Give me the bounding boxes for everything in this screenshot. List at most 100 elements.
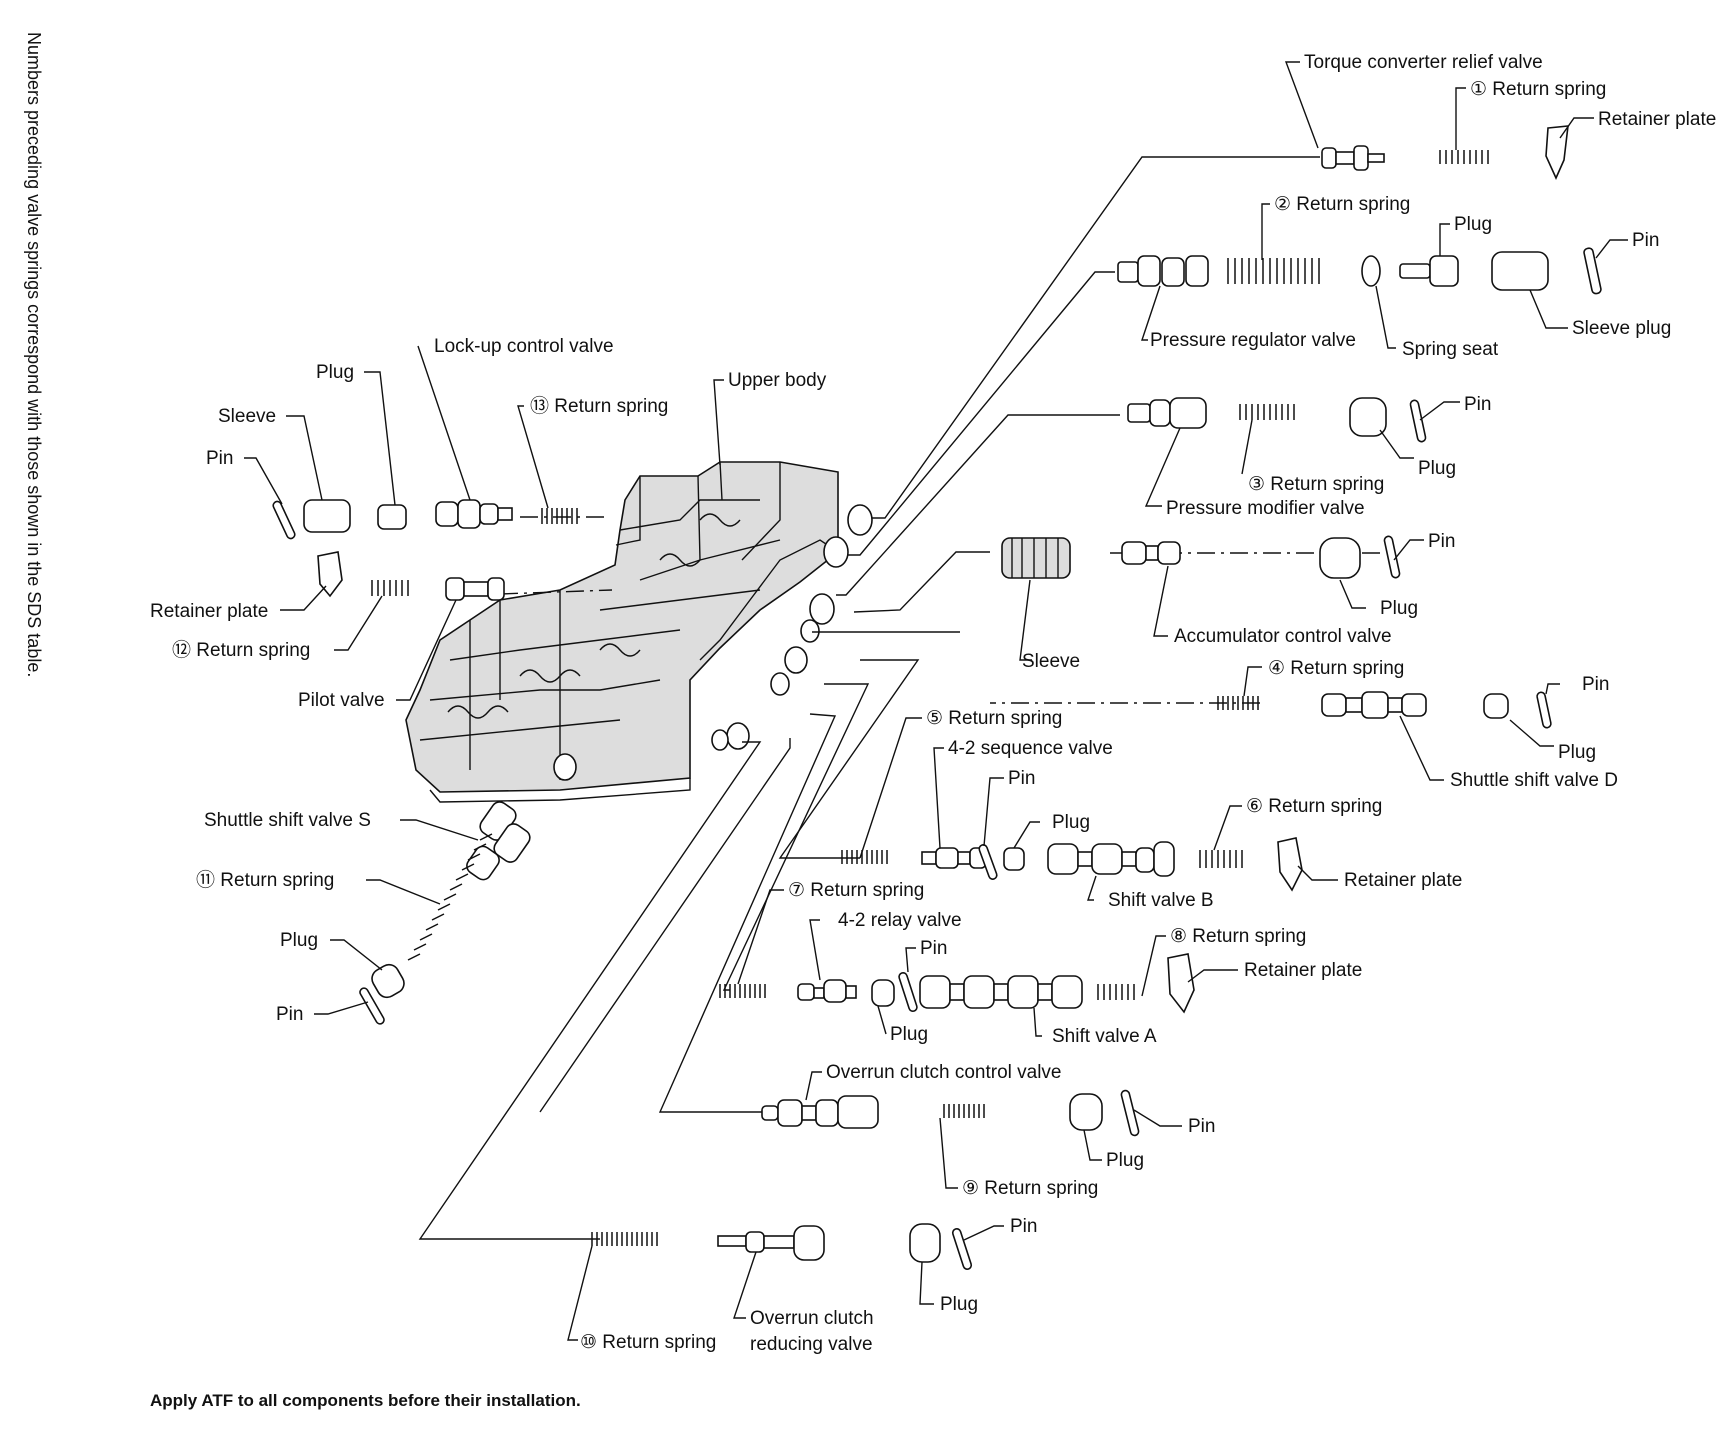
shuttle-shift-valve-s-part <box>466 801 531 881</box>
pin-3-part <box>1409 399 1427 443</box>
return-spring-7-part <box>719 984 766 998</box>
spring-seat-part <box>1361 255 1381 287</box>
overrun-clutch-reducing-valve-part <box>717 1225 825 1261</box>
pin-5-part <box>978 844 998 880</box>
pin-2-part <box>1583 247 1602 295</box>
label-pin-4: Pin <box>1582 674 1609 695</box>
pin-lockup-part <box>272 500 296 540</box>
pressure-regulator-valve-part <box>1117 255 1209 287</box>
label-lock-up-control-valve: Lock-up control valve <box>434 336 614 357</box>
label-upper-body: Upper body <box>728 370 827 391</box>
pin-7-part <box>898 971 918 1013</box>
label-return-spring-3: ③ Return spring <box>1248 474 1384 495</box>
plug-4-part <box>1483 693 1509 719</box>
label-plug-5: Plug <box>1052 812 1090 833</box>
label-pin-lockup: Pin <box>206 448 233 469</box>
return-spring-9-part <box>943 1104 985 1118</box>
label-pressure-modifier-valve: Pressure modifier valve <box>1166 498 1365 519</box>
label-return-spring-1: ① Return spring <box>1470 79 1606 100</box>
upper-body-assembly <box>405 461 873 803</box>
label-plug-acc: Plug <box>1380 598 1418 619</box>
label-plug-lockup: Plug <box>316 362 354 383</box>
retainer-plate-8-part <box>1167 953 1195 1014</box>
label-pin-11: Pin <box>276 1004 303 1025</box>
callout-leaders <box>244 61 1628 1341</box>
pressure-modifier-valve-part <box>1127 397 1207 429</box>
label-return-spring-7: ⑦ Return spring <box>788 880 924 901</box>
label-retainer-plate-1: Retainer plate <box>1598 109 1716 130</box>
label-sleeve-lockup: Sleeve <box>218 406 276 427</box>
label-pin-acc: Pin <box>1428 531 1455 552</box>
label-accumulator-control-valve: Accumulator control valve <box>1174 626 1392 647</box>
label-shuttle-shift-valve-s: Shuttle shift valve S <box>204 810 371 831</box>
label-plug-9: Plug <box>1106 1150 1144 1171</box>
label-shift-valve-a: Shift valve A <box>1052 1026 1157 1047</box>
sleeve-acc-part <box>1001 537 1071 579</box>
pin-10-part <box>951 1228 973 1270</box>
return-spring-3-part <box>1239 404 1295 420</box>
label-sleeve-acc: Sleeve <box>1022 651 1080 672</box>
label-retainer-plate-6: Retainer plate <box>1344 870 1462 891</box>
retainer-plate-12-part <box>317 551 343 598</box>
plug-5-part <box>1003 847 1025 871</box>
return-spring-10-part <box>591 1232 658 1246</box>
shift-valve-a-part <box>919 975 1083 1009</box>
relay-valve-4-2-part <box>797 979 857 1003</box>
label-pressure-regulator-valve: Pressure regulator valve <box>1150 330 1356 351</box>
pin-acc-part <box>1383 535 1401 579</box>
return-spring-12-part <box>371 580 409 596</box>
return-spring-4-part <box>1217 696 1259 710</box>
sequence-valve-4-2-part <box>921 847 987 869</box>
plug-3-part <box>1349 397 1387 437</box>
label-sequence-valve-4-2: 4-2 sequence valve <box>948 738 1113 759</box>
label-return-spring-9: ⑨ Return spring <box>962 1178 1098 1199</box>
label-return-spring-5: ⑤ Return spring <box>926 708 1062 729</box>
return-spring-8-part <box>1097 984 1135 1000</box>
label-relay-valve-4-2: 4-2 relay valve <box>838 910 962 931</box>
label-return-spring-13: ⑬ Return spring <box>530 395 668 417</box>
label-pin-5: Pin <box>1008 768 1035 789</box>
plug-2-part <box>1399 255 1459 287</box>
plug-9-part <box>1069 1093 1103 1131</box>
shift-valve-b-part <box>1047 841 1175 877</box>
label-spring-seat: Spring seat <box>1402 339 1499 360</box>
footer-note: Apply ATF to all components before their… <box>150 1391 581 1410</box>
label-return-spring-4: ④ Return spring <box>1268 658 1404 679</box>
label-torque-converter-relief-valve: Torque converter relief valve <box>1304 52 1543 73</box>
plug-10-part <box>909 1223 941 1263</box>
return-spring-2-part <box>1227 258 1320 284</box>
retainer-plate-6-part <box>1277 837 1303 892</box>
label-plug-3: Plug <box>1418 458 1456 479</box>
label-pin-7: Pin <box>920 938 947 959</box>
label-plug-2: Plug <box>1454 214 1492 235</box>
return-spring-13-part <box>541 508 578 524</box>
label-retainer-plate-12: Retainer plate <box>150 601 268 622</box>
label-pin-9: Pin <box>1188 1116 1215 1137</box>
label-plug-4: Plug <box>1558 742 1596 763</box>
label-pilot-valve: Pilot valve <box>298 690 385 711</box>
label-return-spring-8: ⑧ Return spring <box>1170 926 1306 947</box>
label-plug-11: Plug <box>280 930 318 951</box>
return-spring-6-part <box>1199 850 1243 868</box>
pin-11-part <box>359 987 385 1025</box>
label-overrun-clutch-reducing-valve-1: Overrun clutch <box>750 1308 874 1329</box>
return-spring-1-part <box>1439 150 1489 164</box>
label-sleeve-plug: Sleeve plug <box>1572 318 1671 339</box>
label-return-spring-12: ⑫ Return spring <box>172 639 310 661</box>
plug-lockup-part <box>377 504 407 530</box>
label-pin-3: Pin <box>1464 394 1491 415</box>
labels: Torque converter relief valve ① Return s… <box>150 52 1716 1355</box>
pin-4-part <box>1536 691 1552 729</box>
side-note: Numbers preceding valve springs correspo… <box>24 32 44 677</box>
accumulator-control-valve-part <box>1121 541 1181 565</box>
lock-up-control-valve-part <box>435 499 513 529</box>
label-pin-2: Pin <box>1632 230 1659 251</box>
label-return-spring-10: ⑩ Return spring <box>580 1332 716 1353</box>
label-return-spring-6: ⑥ Return spring <box>1246 796 1382 817</box>
label-plug-7: Plug <box>890 1024 928 1045</box>
torque-converter-relief-valve-part <box>1321 145 1385 171</box>
retainer-plate-1-part <box>1545 125 1569 180</box>
label-plug-10: Plug <box>940 1294 978 1315</box>
plug-acc-part <box>1319 537 1361 579</box>
